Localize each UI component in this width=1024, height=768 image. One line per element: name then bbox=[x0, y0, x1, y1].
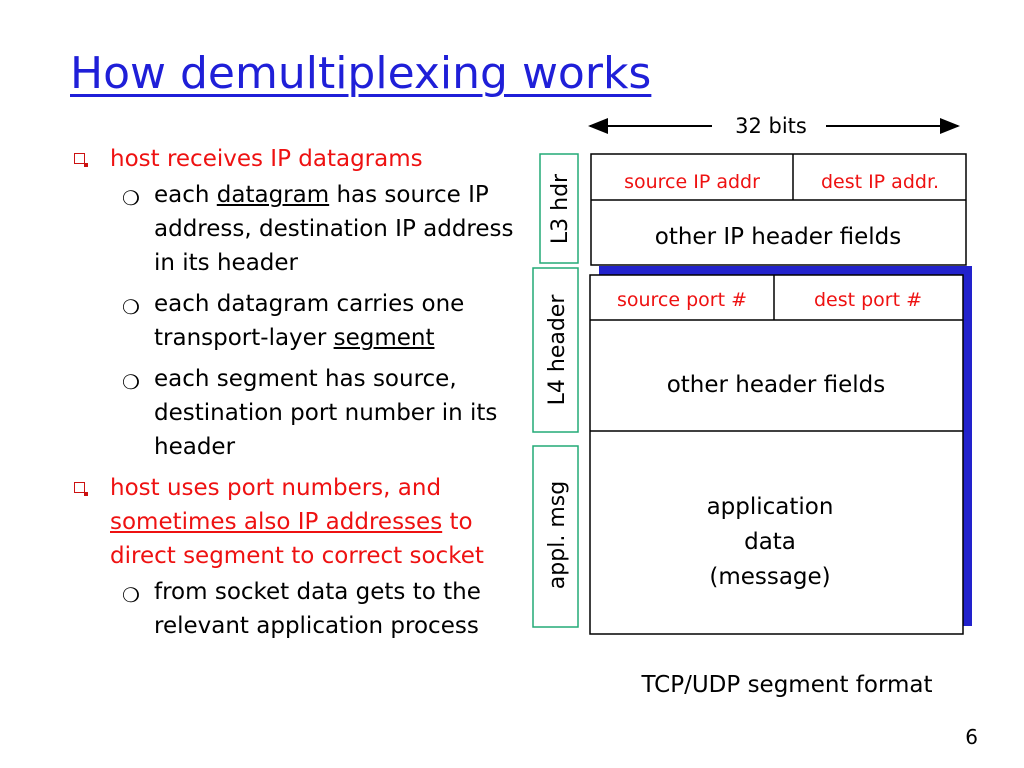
sub-bullet-underlined: segment bbox=[333, 325, 435, 351]
sub-bullet-pre: each segment has source, destination por… bbox=[154, 366, 498, 460]
app-data-line1: application bbox=[707, 494, 834, 520]
l4-label: L4 header bbox=[545, 294, 570, 406]
bullet-pre: host uses port numbers, and bbox=[110, 475, 442, 501]
sub-bullet-post: has source IP address, destination IP ad… bbox=[154, 182, 514, 276]
sub-bullet-pre: from socket data gets to the relevant ap… bbox=[154, 579, 481, 639]
sub-bullet-segment: ❍ each datagram carries one transport-la… bbox=[70, 287, 520, 355]
bullet-list: host receives IP datagrams ❍ each datagr… bbox=[70, 142, 520, 650]
bullet-host-uses-ports: host uses port numbers, and sometimes al… bbox=[70, 471, 520, 573]
round-bullet-icon: ❍ bbox=[122, 583, 140, 607]
slide-title: How demultiplexing works bbox=[70, 48, 652, 99]
bullet-text: host receives IP datagrams bbox=[110, 146, 423, 172]
square-bullet-icon bbox=[74, 153, 88, 167]
sub-bullet-socket: ❍ from socket data gets to the relevant … bbox=[70, 575, 520, 643]
bits-label: 32 bits bbox=[735, 114, 807, 138]
round-bullet-icon: ❍ bbox=[122, 186, 140, 210]
segment-box bbox=[589, 274, 964, 635]
page-number: 6 bbox=[965, 725, 978, 749]
dest-ip-field: dest IP addr. bbox=[821, 171, 939, 193]
source-ip-field: source IP addr bbox=[624, 171, 760, 193]
square-bullet-icon bbox=[74, 482, 88, 496]
appl-label-box bbox=[532, 445, 579, 628]
app-data-line2: data bbox=[744, 529, 796, 555]
sub-bullet-port-number: ❍ each segment has source, destination p… bbox=[70, 362, 520, 464]
sub-bullet-datagram: ❍ each datagram has source IP address, d… bbox=[70, 178, 520, 280]
appl-label: appl. msg bbox=[545, 481, 570, 589]
ip-header-box bbox=[590, 153, 967, 266]
other-header-fields: other header fields bbox=[667, 372, 886, 398]
sub-bullet-pre: each datagram carries one transport-laye… bbox=[154, 291, 465, 351]
l3-label: L3 hdr bbox=[548, 173, 573, 244]
bullet-underlined: sometimes also IP addresses bbox=[110, 509, 443, 535]
sub-bullet-pre: each bbox=[154, 182, 217, 208]
sub-bullet-underlined: datagram bbox=[216, 182, 330, 208]
l4-label-box bbox=[532, 267, 579, 433]
source-port-field: source port # bbox=[617, 289, 747, 311]
l3-label-box bbox=[539, 153, 579, 264]
round-bullet-icon: ❍ bbox=[122, 370, 140, 394]
dest-port-field: dest port # bbox=[814, 289, 922, 311]
diagram-caption: TCP/UDP segment format bbox=[640, 672, 932, 698]
bullet-post: to direct segment to correct socket bbox=[110, 509, 484, 569]
app-data-line3: (message) bbox=[709, 564, 830, 590]
round-bullet-icon: ❍ bbox=[122, 295, 140, 319]
bullet-host-receives: host receives IP datagrams bbox=[70, 142, 520, 176]
other-ip-fields: other IP header fields bbox=[655, 224, 902, 250]
